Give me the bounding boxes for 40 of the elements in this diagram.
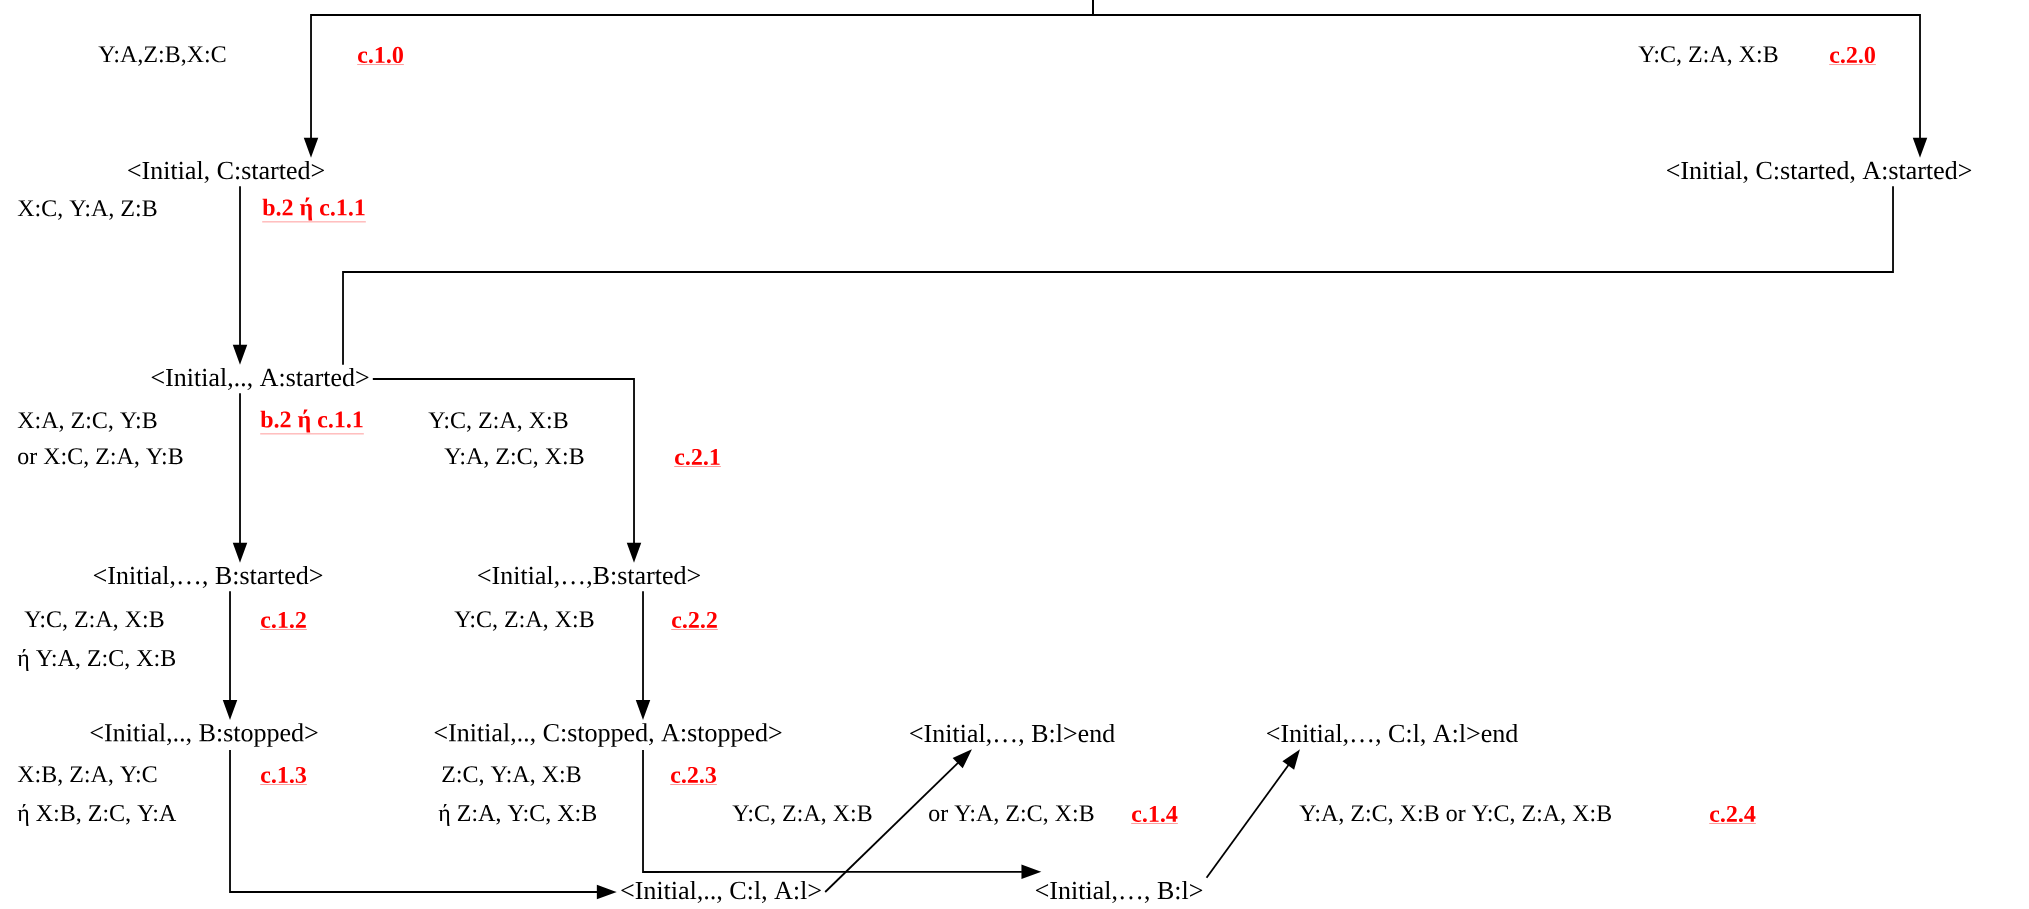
state-text: <Initial,…, C:l, A:l>end bbox=[1267, 724, 1518, 746]
assignment-label: Y:C, Z:A, X:B bbox=[454, 611, 594, 631]
assignment-label: Y:C, Z:A, X:B bbox=[428, 412, 568, 432]
rule-reference: c.2.4 bbox=[1709, 805, 1757, 824]
state-text: <Initial,.., C:l, A:l> bbox=[621, 881, 821, 903]
state-text: <Initial, C:started> bbox=[128, 161, 324, 183]
assignment-label: ή Z:A, Y:C, X:B bbox=[438, 804, 597, 826]
rule-reference: c.2.0 bbox=[1829, 46, 1877, 65]
rule-reference: b.2 ή c.1.1 bbox=[260, 409, 365, 435]
rule-reference: c.1.2 bbox=[260, 611, 308, 630]
assignment-label: Y:A, Z:C, X:B or Y:C, Z:A, X:B bbox=[1299, 805, 1611, 825]
rule-reference: c.2.1 bbox=[674, 448, 722, 467]
assignment-label: Y:C, Z:A, X:B bbox=[1638, 46, 1778, 66]
assignment-label: Z:C, Y:A, X:B bbox=[442, 766, 581, 786]
state-text: <Initial,…, B:l> bbox=[1035, 881, 1203, 903]
assignment-label: ή X:B, Z:C, Y:A bbox=[17, 804, 177, 826]
assignment-label: X:A, Z:C, Y:B bbox=[17, 412, 157, 432]
assignment-label: Y:C, Z:A, X:B bbox=[732, 805, 872, 825]
assignment-label: Y:A,Z:B,X:C bbox=[98, 46, 226, 66]
rule-reference: c.2.2 bbox=[671, 611, 719, 630]
assignment-label: Y:C, Z:A, X:B bbox=[24, 611, 164, 631]
assignment-label: X:C, Y:A, Z:B bbox=[17, 200, 157, 220]
state-text: <Initial, C:started, A:started> bbox=[1667, 161, 1972, 183]
assignment-label: Y:A, Z:C, X:B bbox=[444, 448, 584, 468]
state-text: <Initial,…, B:l>end bbox=[910, 724, 1115, 746]
state-text: <Initial,.., C:stopped, A:stopped> bbox=[434, 723, 782, 747]
assignment-label: or X:C, Z:A, Y:B bbox=[18, 448, 183, 468]
rule-reference: b.2 ή c.1.1 bbox=[262, 197, 367, 223]
rule-reference: c.1.0 bbox=[357, 46, 405, 65]
assignment-label: or Y:A, Z:C, X:B bbox=[929, 805, 1094, 825]
state-text: <Initial,.., A:started> bbox=[151, 368, 369, 390]
assignment-label: ή Y:A, Z:C, X:B bbox=[17, 649, 176, 671]
rule-reference: c.1.4 bbox=[1131, 805, 1179, 824]
state-text: <Initial,.., B:stopped> bbox=[90, 723, 318, 747]
rule-reference: c.2.3 bbox=[670, 766, 718, 785]
assignment-label: X:B, Z:A, Y:C bbox=[17, 766, 157, 786]
connector-line bbox=[342, 185, 1894, 366]
state-text: <Initial,…,B:started> bbox=[478, 566, 700, 588]
rule-reference: c.1.3 bbox=[260, 766, 308, 785]
state-text: <Initial,…, B:started> bbox=[93, 566, 323, 588]
